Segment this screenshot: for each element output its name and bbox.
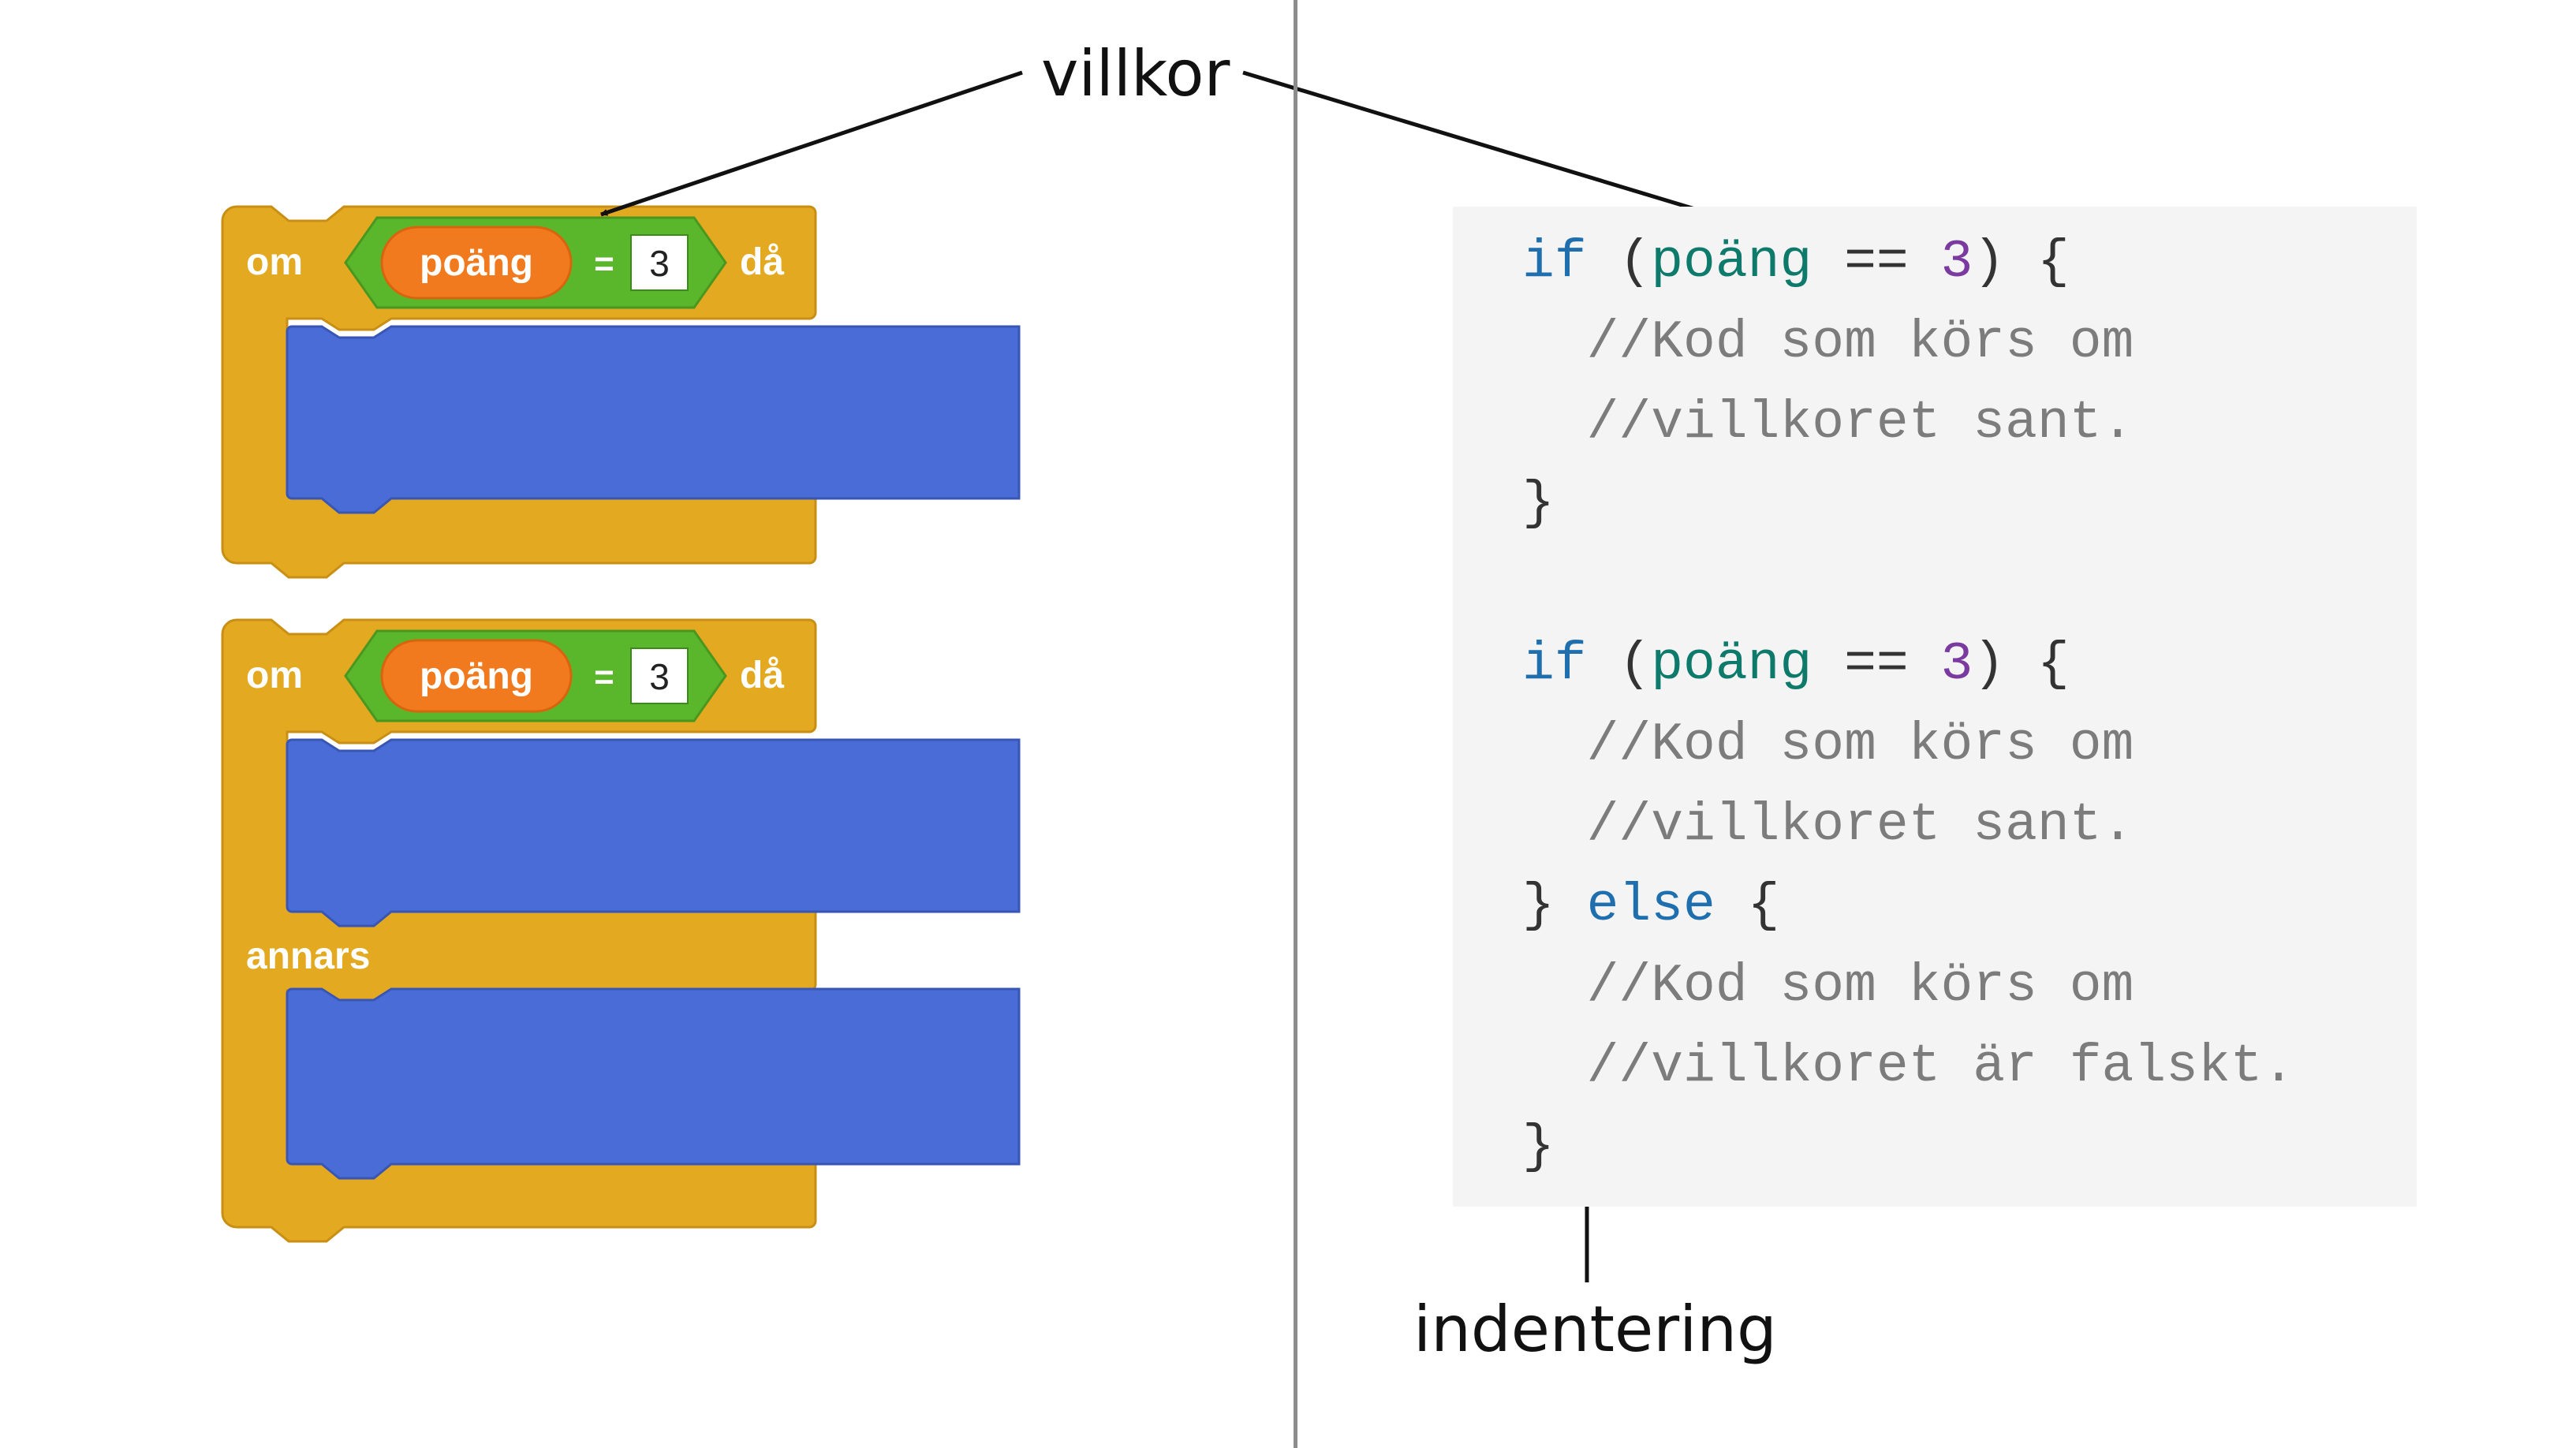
code-token: }	[1522, 875, 1587, 936]
code-token: if	[1522, 634, 1587, 695]
scratch-if-else-block: om poäng = 3 då annars	[221, 618, 1021, 1243]
code-line: }	[1522, 464, 1555, 544]
inner-command-block-then	[286, 738, 1021, 927]
villkor-arrow-to-block	[600, 70, 1023, 217]
code-token: //villkoret sant.	[1522, 795, 2134, 856]
then-label: då	[740, 655, 784, 696]
code-token: if	[1522, 232, 1587, 293]
value-input-box[interactable]	[630, 647, 689, 704]
code-token: ) {	[1973, 634, 2070, 695]
value-label: 3	[649, 243, 670, 284]
inner-command-block	[286, 325, 1021, 514]
villkor-arrow-to-code	[1242, 70, 1714, 217]
variable-reporter-poang	[380, 226, 573, 300]
variable-label: poäng	[420, 242, 533, 284]
indentering-label: indentering	[1413, 1293, 1777, 1366]
code-line: //villkoret sant.	[1522, 383, 2134, 464]
code-token: //Kod som körs om	[1522, 715, 2134, 775]
code-line: } else {	[1522, 866, 1779, 946]
code-token: poäng	[1651, 634, 1813, 695]
code-token: //villkoret sant.	[1522, 393, 2134, 453]
code-line: //Kod som körs om	[1522, 303, 2134, 383]
divider-line	[1294, 0, 1297, 1448]
if-label: om	[246, 241, 303, 283]
code-token: }	[1522, 473, 1555, 534]
then-label: då	[740, 241, 784, 283]
code-line: //villkoret är falskt.	[1522, 1027, 2295, 1107]
code-token: (	[1586, 634, 1652, 695]
code-token: //Kod som körs om	[1522, 956, 2134, 1017]
villkor-label: villkor	[1041, 37, 1230, 110]
code-line: if (poäng == 3) {	[1522, 625, 2070, 705]
scratch-if-block: om poäng = 3 då	[221, 205, 1021, 579]
inner-command-block-else	[286, 987, 1021, 1180]
code-line: if (poäng == 3) {	[1522, 222, 2070, 303]
code-token: else	[1586, 875, 1715, 936]
code-token: //villkoret är falskt.	[1522, 1036, 2295, 1097]
equals-sign: =	[594, 244, 614, 283]
equals-sign: =	[594, 658, 614, 696]
code-line: //Kod som körs om	[1522, 946, 2134, 1027]
variable-reporter-poang	[380, 639, 573, 713]
code-token: ) {	[1973, 232, 2070, 293]
else-label: annars	[246, 935, 370, 977]
code-token: 3	[1940, 634, 1973, 695]
value-input-box[interactable]	[630, 234, 689, 291]
code-line: //Kod som körs om	[1522, 705, 2134, 786]
equals-condition: poäng = 3	[344, 629, 727, 722]
value-label: 3	[649, 656, 670, 697]
code-token: }	[1522, 1117, 1555, 1177]
code-token: 3	[1940, 232, 1973, 293]
code-line: }	[1522, 1107, 1555, 1188]
if-label: om	[246, 655, 303, 696]
code-token: (	[1586, 232, 1652, 293]
equals-condition: poäng = 3	[344, 216, 727, 309]
variable-label: poäng	[420, 655, 533, 697]
code-token: ==	[1812, 634, 1941, 695]
code-token: //Kod som körs om	[1522, 312, 2134, 373]
code-token: ==	[1812, 232, 1941, 293]
code-token: poäng	[1651, 232, 1813, 293]
code-line: //villkoret sant.	[1522, 786, 2134, 866]
code-panel: if (poäng == 3) { //Kod som körs om //vi…	[1453, 207, 2417, 1207]
code-token: {	[1715, 875, 1780, 936]
